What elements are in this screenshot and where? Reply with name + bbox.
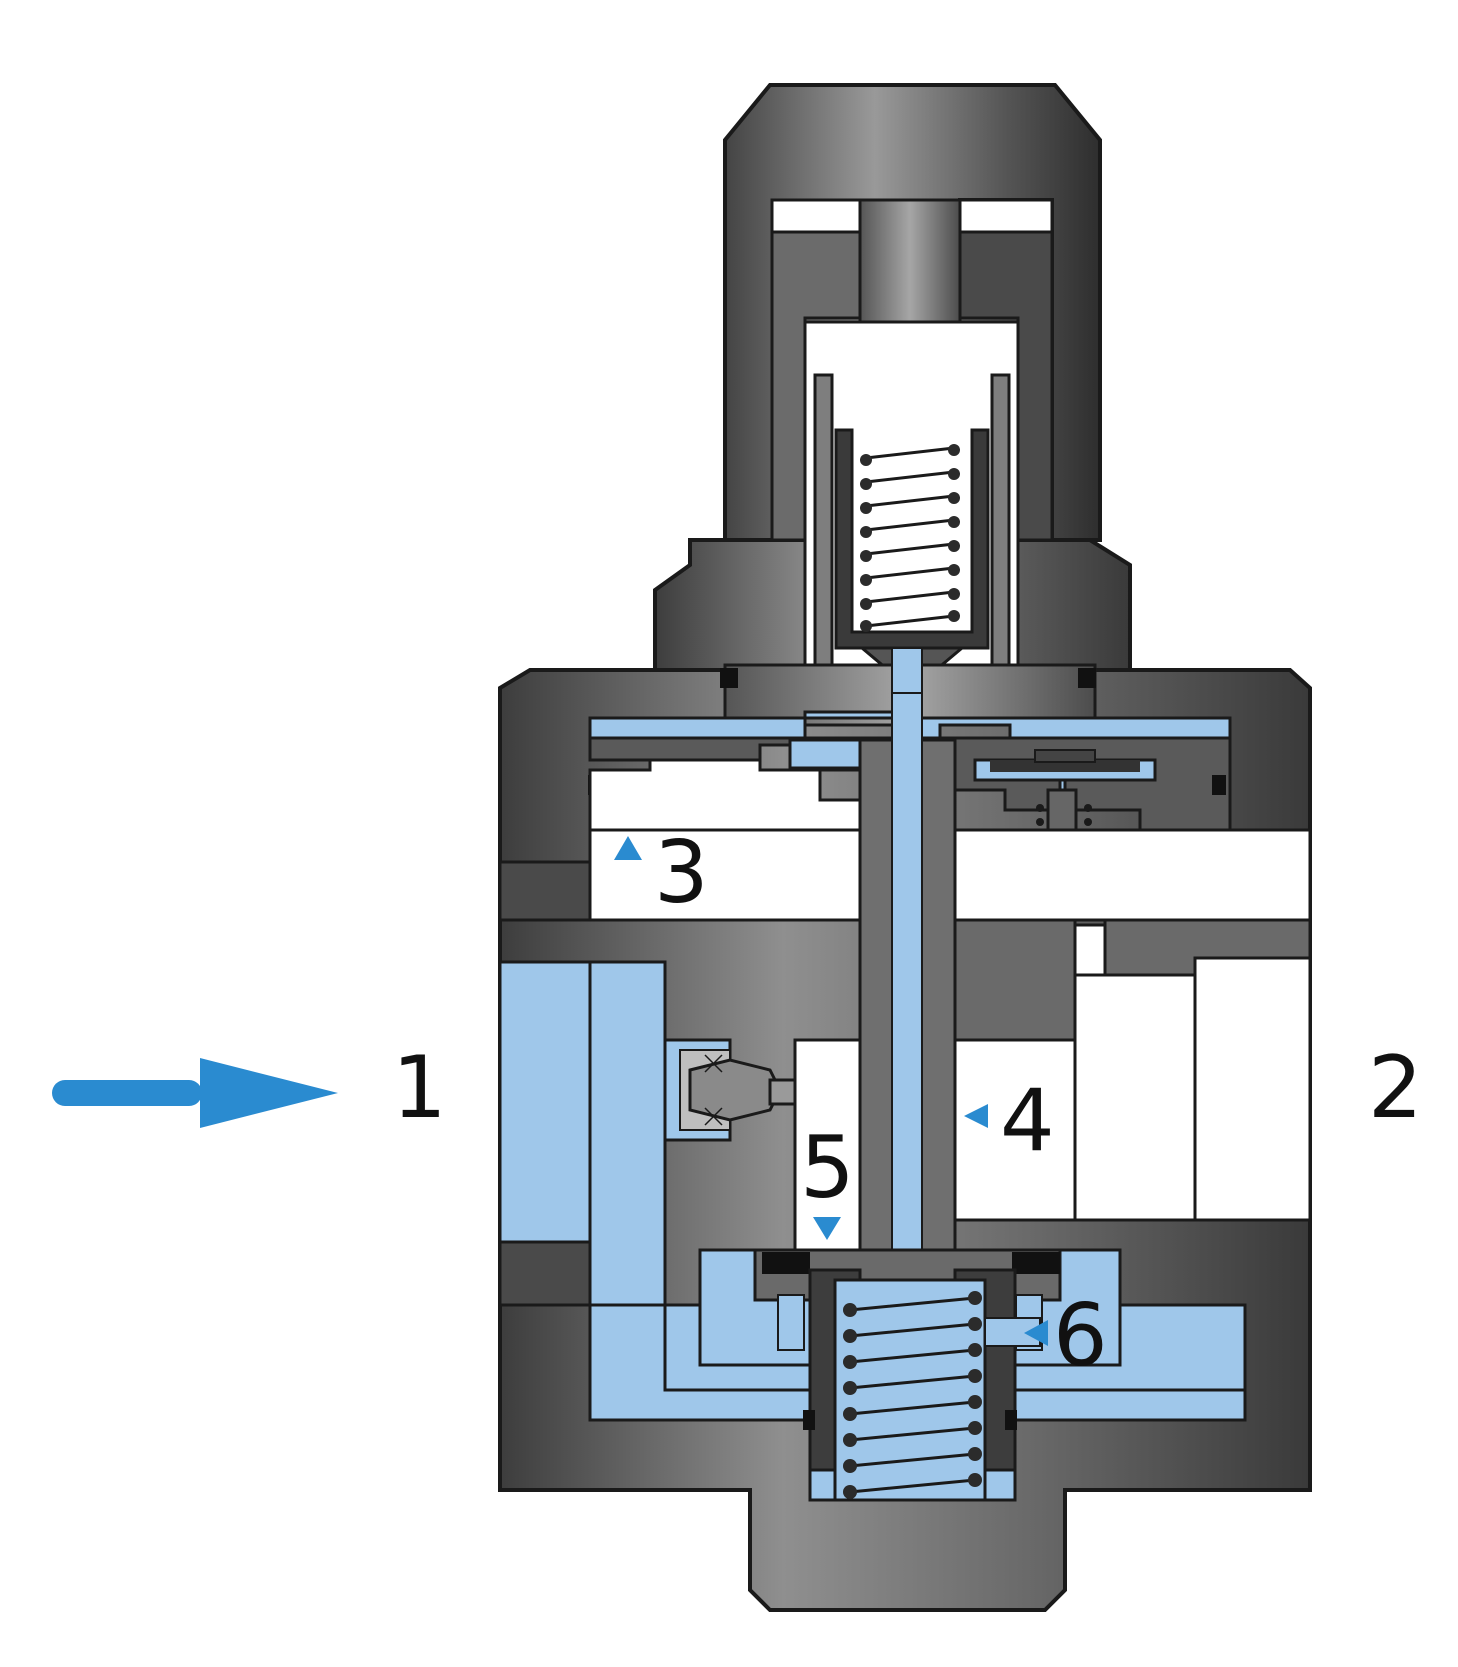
- lower-spring-icon: [843, 1291, 982, 1499]
- label-port-5: 5: [800, 1118, 855, 1218]
- triangle-marker-icon: [1024, 1320, 1048, 1346]
- label-port-6: 6: [1053, 1286, 1108, 1386]
- label-port-4: 4: [1000, 1071, 1055, 1171]
- triangle-marker-icon: [614, 836, 642, 860]
- label-port-3: 3: [654, 823, 709, 923]
- outlet-passage: [953, 918, 1312, 1222]
- central-stem: [858, 647, 957, 1282]
- check-valve: [663, 1038, 807, 1142]
- triangle-marker-icon: [813, 1217, 841, 1240]
- upper-spring-icon: [860, 444, 960, 632]
- spring-chamber: [803, 320, 1020, 692]
- triangle-marker-icon: [964, 1104, 988, 1128]
- arrow-right-icon: [52, 1058, 338, 1128]
- label-port-1: 1: [392, 1038, 447, 1138]
- label-port-2: 2: [1368, 1038, 1423, 1138]
